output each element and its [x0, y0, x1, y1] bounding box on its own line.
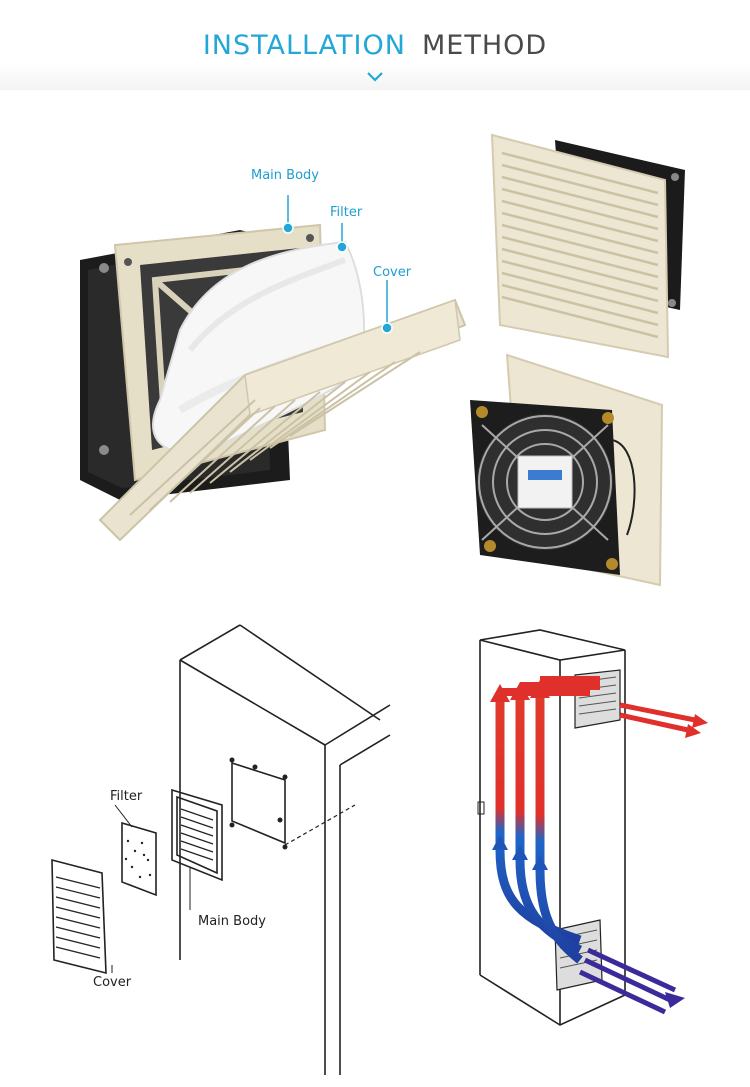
page-title: INSTALLATION METHOD [0, 30, 750, 61]
callout-main-body: Main Body [251, 168, 319, 183]
installation-line-diagram [51, 624, 391, 1075]
title-word-installation: INSTALLATION [202, 30, 406, 61]
title-word-method: METHOD [421, 30, 548, 61]
diagram-label-filter: Filter [110, 789, 143, 804]
airflow-diagram [477, 629, 708, 1026]
exploded-fan-photo [80, 195, 467, 542]
chevron-down-icon [367, 72, 383, 82]
callout-filter: Filter [330, 205, 363, 220]
header-band [0, 0, 750, 90]
diagram-label-cover: Cover [93, 975, 132, 990]
callout-cover: Cover [373, 265, 412, 280]
diagram-label-main-body: Main Body [198, 914, 266, 929]
fan-rear-photo [470, 353, 664, 587]
grille-front-photo [490, 133, 685, 359]
